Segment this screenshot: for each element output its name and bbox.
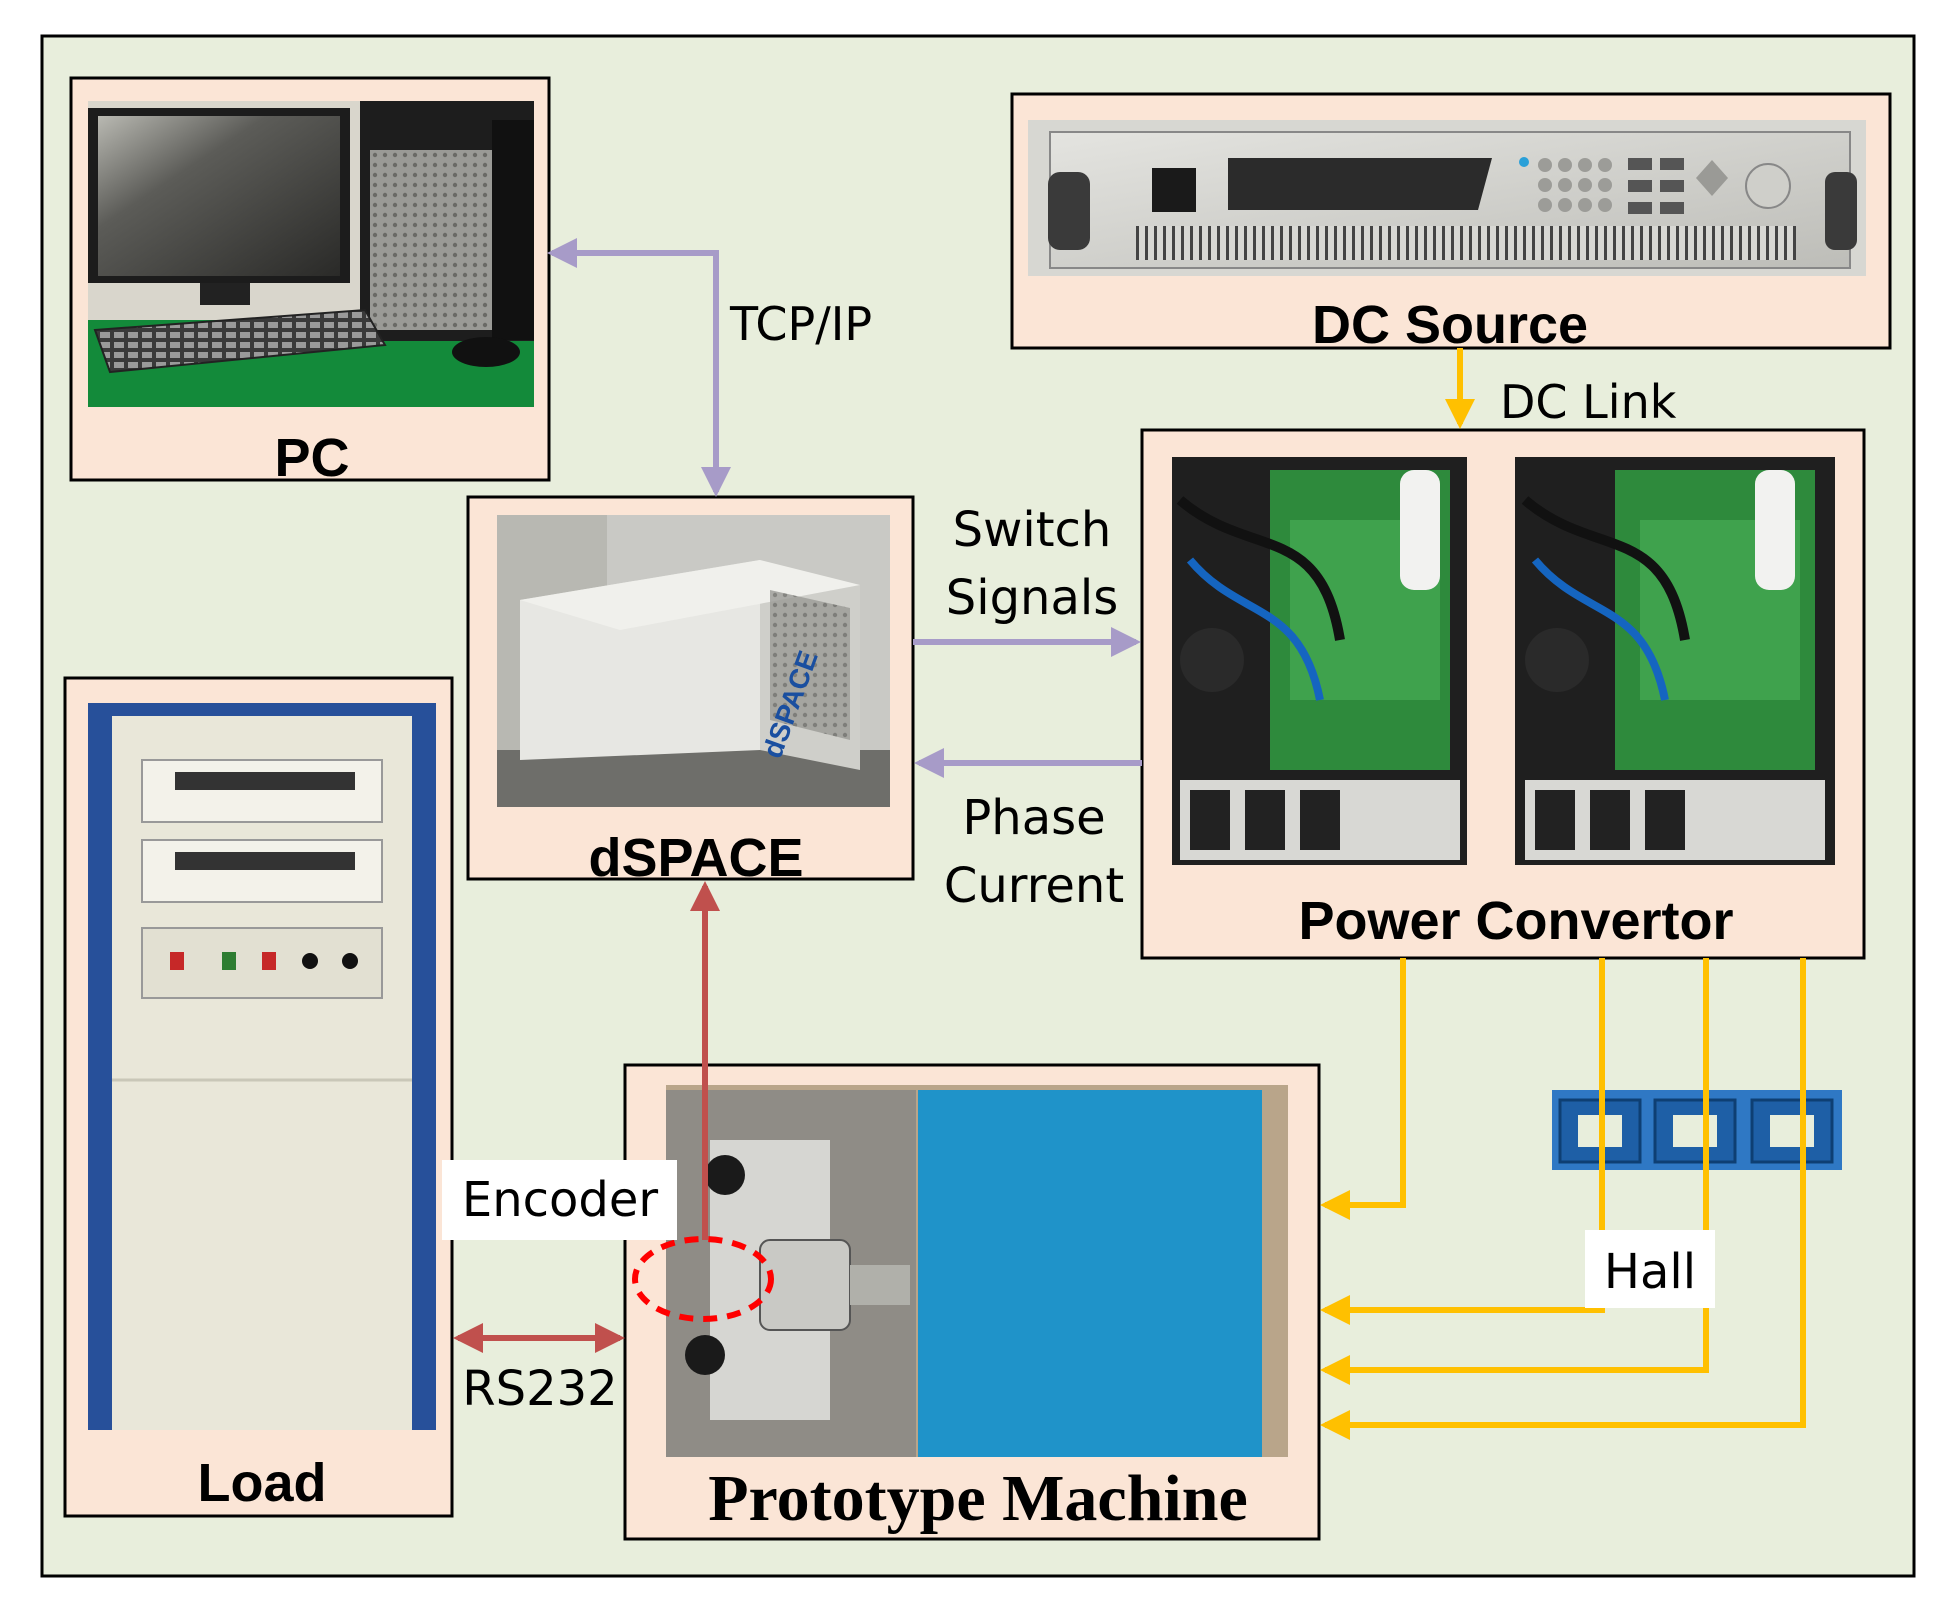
- pc-photo: [88, 101, 534, 407]
- switch-signals-label-line2: Signals: [946, 570, 1118, 626]
- pc-block: PC: [69, 76, 551, 488]
- switch-signals-label-line1: Switch: [953, 502, 1112, 558]
- hall-label-plate: [1585, 1230, 1715, 1308]
- phase-current-label-line1: Phase: [962, 790, 1105, 846]
- phase-line-a: [1320, 958, 1406, 1220]
- phase-current-label-line2: Current: [944, 858, 1124, 914]
- power-convertor-photo-right: [1515, 457, 1835, 865]
- prototype-machine-block: Prototype Machine: [623, 1063, 1321, 1541]
- dc-source-photo: [1028, 120, 1866, 276]
- power-convertor-label: Power Convertor: [1298, 891, 1733, 951]
- load-label: Load: [198, 1453, 327, 1513]
- dspace-block: dSPACE dSPACE: [466, 495, 915, 888]
- phase-line-c: [1320, 958, 1709, 1385]
- pc-label: PC: [274, 428, 349, 488]
- power-convertor-photo-left: [1172, 457, 1467, 865]
- phase-line-b: [1320, 958, 1605, 1325]
- encoder-label: Encoder: [462, 1172, 659, 1228]
- phase-line-d: [1320, 958, 1806, 1440]
- rs232-label: RS232: [462, 1361, 617, 1417]
- hall-label: Hall: [1604, 1244, 1696, 1300]
- load-photo: [88, 703, 436, 1430]
- load-block: Load: [63, 676, 454, 1518]
- power-convertor-block: Power Convertor: [1140, 428, 1866, 960]
- prototype-machine-label: Prototype Machine: [708, 1462, 1248, 1535]
- dc-source-block: DC Source: [1010, 92, 1892, 355]
- tcp-ip-connection: [547, 238, 731, 497]
- hall-sensor-icon: [1750, 1098, 1834, 1164]
- hall-sensors: [1552, 1090, 1842, 1170]
- encoder-label-plate: [442, 1160, 677, 1240]
- tcp-ip-label: TCP/IP: [729, 297, 872, 351]
- dc-source-label: DC Source: [1312, 295, 1588, 355]
- dspace-label: dSPACE: [588, 828, 803, 888]
- prototype-machine-photo: [666, 1085, 1288, 1457]
- hall-sensor-icon: [1653, 1098, 1737, 1164]
- dspace-photo: dSPACE: [497, 515, 890, 807]
- dc-link-label: DC Link: [1500, 375, 1677, 429]
- encoder-highlight-ring: [632, 1236, 774, 1322]
